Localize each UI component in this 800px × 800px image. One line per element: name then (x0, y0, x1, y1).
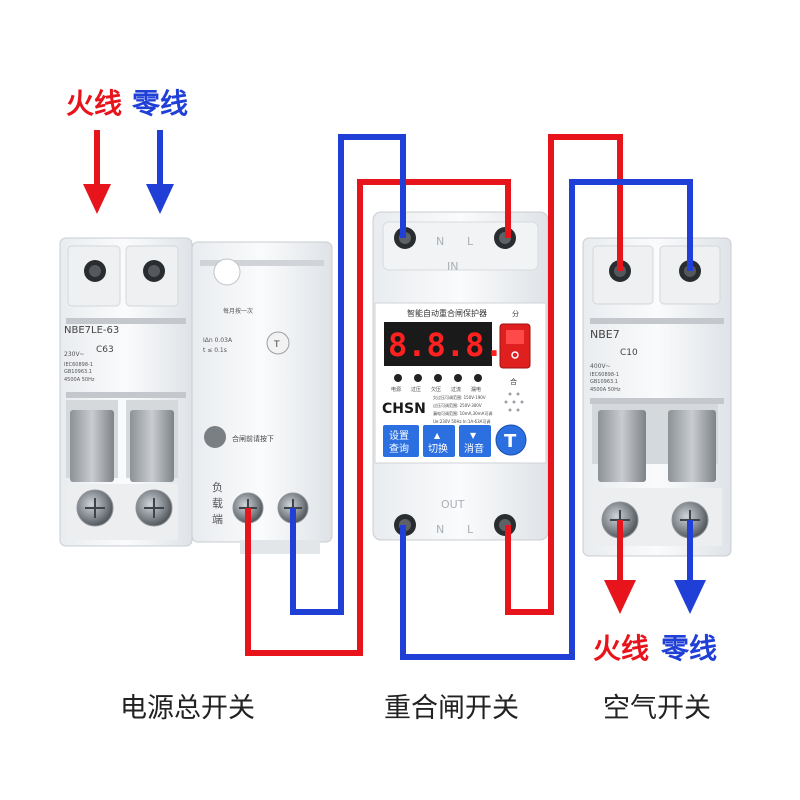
indicator-4: 漏电 (471, 386, 481, 393)
air-standard2: GB10963.1 (590, 379, 618, 385)
spec-line-3: Ue:230V 50Hz In:1A-63A可调 (433, 418, 490, 424)
down-arrow-icon: ▼ (470, 431, 477, 440)
query-button-label: 查询 (389, 442, 409, 455)
load-label-char-2: 载 (212, 497, 223, 510)
caption-air-switch: 空气开关 (603, 693, 711, 724)
indicator-3: 过流 (451, 386, 461, 393)
caption-main-switch: 电源总开关 (120, 693, 255, 724)
load-label: 负 载 端 (212, 480, 223, 526)
recloser-title: 智能自动重合闸保护器 (407, 308, 487, 318)
neutral-recloser-to-air (400, 179, 693, 660)
live-in-arrow-icon (83, 184, 111, 214)
mute-button[interactable]: ▼ 消音 (459, 425, 491, 457)
handle-right[interactable] (130, 410, 174, 482)
spec-line-0: 欠过压可调范围: 150V-190V (433, 394, 486, 400)
load-label-char-3: 端 (212, 513, 223, 526)
air-handle-left[interactable] (598, 410, 646, 482)
indicator-1: 过压 (411, 386, 421, 393)
air-standard: IEC60898-1 (590, 372, 619, 378)
he-label: 合 (510, 377, 517, 386)
spec-line-1: 过压可调范围: 250V-300V (433, 402, 482, 408)
wires (94, 130, 693, 660)
rcd-idn: IΔn 0.03A (203, 337, 233, 344)
in-terminal-l: L (467, 235, 474, 248)
mute-button-label: 消音 (464, 442, 484, 455)
spec-line-2: 漏电可调范围: 10mA,30mA可调 (433, 410, 492, 416)
test-button-label[interactable]: T (273, 340, 280, 350)
caption-recloser: 重合闸开关 (384, 693, 519, 724)
out-terminal-n: N (436, 523, 444, 536)
air-handle-right[interactable] (668, 410, 716, 482)
handle-note: 合闸前请按下 (232, 434, 274, 443)
air-voltage: 400V~ (590, 363, 611, 370)
in-label: IN (447, 260, 458, 273)
fen-label: 分 (512, 309, 519, 318)
main-capacity: 4500A 50Hz (64, 377, 95, 383)
settings-button-label: 设置 (389, 430, 409, 442)
air-breaker: NBE7 C10 400V~ IEC60898-1 GB10963.1 4500… (582, 237, 732, 557)
main-voltage: 230V~ (64, 351, 85, 358)
switch-button[interactable]: ▲ 切换 (423, 425, 455, 457)
indicator-leds (394, 374, 482, 382)
brand-logo: CHSN (382, 401, 426, 417)
top-live-label: 火线 (66, 87, 123, 120)
settings-button[interactable]: 设置 查询 (383, 425, 419, 457)
indicator-0: 电源 (391, 386, 401, 393)
indicator-2: 欠压 (431, 386, 441, 393)
live-out-arrow-icon (604, 580, 636, 614)
buzzer-holes (504, 392, 524, 412)
main-standard: IEC60898-1 (64, 362, 93, 368)
neutral-main-to-recloser (290, 134, 406, 615)
live-main-to-recloser (245, 179, 511, 656)
main-rating: C63 (96, 345, 114, 355)
out-terminal-l: L (467, 523, 474, 536)
out-label: OUT (441, 498, 465, 511)
bottom-live-label: 火线 (593, 632, 650, 665)
test-button-t: T (504, 431, 517, 452)
bottom-neutral-label: 零线 (661, 632, 718, 665)
neutral-out-arrow-icon (674, 580, 706, 614)
main-standard2: GB10963.1 (64, 369, 92, 375)
up-arrow-icon: ▲ (434, 431, 441, 440)
rcd-t: t ≤ 0.1s (203, 347, 227, 354)
air-rating: C10 (620, 348, 638, 358)
in-terminal-n: N (436, 235, 444, 248)
air-model: NBE7 (590, 328, 620, 341)
load-label-char-1: 负 (212, 480, 223, 494)
neutral-in-arrow-icon (146, 184, 174, 214)
recloser-device: N L IN 智能自动重合闸保护器 分 8.8.8.8 合 电源 过压 欠压 过… (372, 211, 549, 541)
main-model: NBE7LE-63 (64, 325, 119, 336)
rcd-text1: 每月按一次 (223, 307, 253, 315)
main-breaker: NBE7LE-63 C63 230V~ IEC60898-1 GB10963.1… (59, 237, 333, 554)
top-neutral-label: 零线 (132, 87, 189, 120)
test-button[interactable]: T (495, 424, 527, 456)
switch-button-label: 切换 (428, 442, 448, 455)
handle-left[interactable] (70, 410, 114, 482)
live-recloser-to-air (505, 134, 623, 615)
air-capacity: 4500A 50Hz (590, 387, 621, 393)
